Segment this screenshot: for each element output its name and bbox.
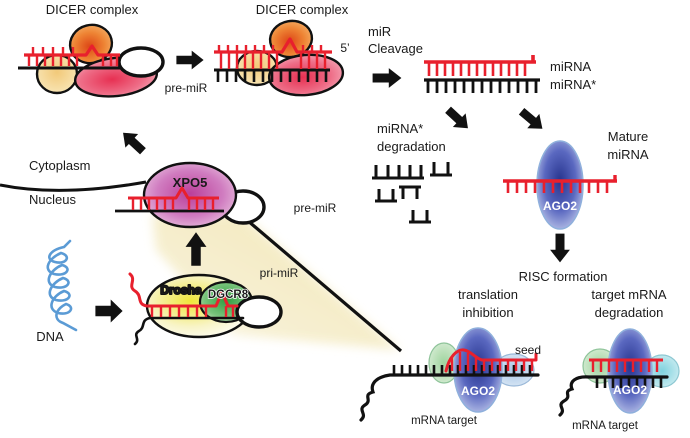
label-dna: DNA bbox=[36, 329, 64, 344]
nuclear-envelope-diagonal bbox=[232, 207, 403, 353]
fragment bbox=[399, 185, 421, 199]
arrow-dna-to-drosha bbox=[95, 299, 123, 323]
mirna-red-strand bbox=[424, 55, 536, 64]
mature-mirna-teeth bbox=[506, 181, 609, 193]
arrow-mir-cleavage bbox=[372, 68, 402, 88]
arrow-dicer-to-dicer bbox=[176, 50, 204, 70]
fragment bbox=[372, 165, 424, 180]
label-mir-cleavage-2: Cleavage bbox=[368, 41, 423, 56]
pri-mirna-black-strand bbox=[133, 316, 245, 346]
mirna-red-teeth bbox=[427, 62, 527, 76]
label-nucleus: Nucleus bbox=[29, 192, 76, 207]
pre-mirna-red-strand bbox=[128, 186, 219, 200]
pre-mir-red-strand bbox=[24, 44, 120, 57]
mirna-teeth bbox=[591, 360, 659, 372]
label-mirna-star-degradation-2: degradation bbox=[377, 139, 446, 154]
label-ago2-translation: AGO2 bbox=[461, 384, 495, 398]
label-mir-cleavage-1: miR bbox=[368, 24, 391, 39]
pri-mirna-teeth bbox=[150, 306, 235, 317]
pre-mir-loop bbox=[117, 46, 165, 78]
pre-mirna-teeth bbox=[131, 198, 215, 210]
label-translation-inhibition-1: translation bbox=[458, 287, 518, 302]
label-xpo5: XPO5 bbox=[173, 175, 208, 190]
ago2-mature-complex: AGO2 bbox=[503, 140, 617, 230]
label-ago2-mature: AGO2 bbox=[543, 199, 577, 213]
dna-molecule bbox=[46, 239, 78, 332]
mirna-star-black-teeth bbox=[426, 80, 538, 93]
fragment bbox=[375, 189, 397, 203]
label-target-mrna-degradation-2: degradation bbox=[595, 305, 664, 320]
mirna-strand bbox=[444, 348, 538, 373]
label-dicer-complex-right: DICER complex bbox=[256, 2, 349, 17]
label-cytoplasm: Cytoplasm bbox=[29, 158, 90, 173]
risc-degradation-complex: AGO2 bbox=[558, 328, 680, 417]
label-seed: seed bbox=[515, 343, 541, 357]
pri-mir-loop bbox=[235, 295, 283, 329]
dicer-pink-lobe bbox=[267, 53, 345, 97]
dicer-complex-right bbox=[214, 19, 345, 97]
xpo5-complex: XPO5 bbox=[115, 161, 266, 229]
arrow-to-degradation bbox=[441, 102, 475, 136]
mirna-teeth bbox=[450, 352, 534, 371]
label-mrna-target-right: mRNA target bbox=[572, 420, 639, 432]
label-target-mrna-degradation-1: target mRNA bbox=[591, 287, 666, 302]
drosha-complex: Drosha DGCR8 bbox=[128, 272, 283, 346]
dicer-complex-left bbox=[18, 23, 165, 98]
label-drosha: Drosha bbox=[160, 283, 202, 297]
label-risc-formation: RISC formation bbox=[519, 269, 608, 284]
label-mirna-star: miRNA* bbox=[550, 77, 596, 92]
label-dgcr8: DGCR8 bbox=[208, 289, 249, 301]
fragment bbox=[409, 210, 431, 224]
duplex-black-teeth bbox=[216, 70, 328, 82]
label-ago2-degradation: AGO2 bbox=[613, 383, 647, 397]
nucleus-shading bbox=[152, 213, 400, 350]
fragment bbox=[430, 162, 452, 177]
label-mature-mirna-1: Mature bbox=[608, 129, 648, 144]
label-dicer-complex-left: DICER complex bbox=[46, 2, 139, 17]
label-mrna-target-left: mRNA target bbox=[411, 415, 478, 427]
pre-mir-teeth bbox=[27, 47, 119, 66]
label-five-prime: 5’ bbox=[340, 41, 349, 55]
arrow-risc-formation bbox=[550, 233, 570, 263]
nuclear-envelope-curve bbox=[0, 180, 147, 192]
label-pri-mir: pri-miR bbox=[260, 266, 299, 280]
dicer-tan-lobe bbox=[35, 53, 79, 95]
label-mirna-star-degradation-1: miRNA* bbox=[377, 121, 423, 136]
pri-mirna-red-strand bbox=[128, 272, 239, 308]
label-pre-mir-top: pre-miR bbox=[165, 81, 208, 95]
mirna-duplex bbox=[424, 55, 540, 93]
xpo5-ellipse bbox=[142, 161, 238, 229]
arrow-to-mature bbox=[515, 104, 549, 136]
label-pre-mir-nucleus: pre-miR bbox=[294, 201, 337, 215]
risc-translation-complex: AGO2 bbox=[359, 327, 540, 422]
ago2-ellipse bbox=[536, 140, 584, 230]
ago2-ellipse bbox=[607, 328, 653, 414]
label-translation-inhibition-2: inhibition bbox=[462, 305, 513, 320]
label-mature-mirna-2: miRNA bbox=[607, 147, 648, 162]
duplex-red-teeth bbox=[217, 45, 327, 69]
label-mirna: miRNA bbox=[550, 59, 591, 74]
mrna-teeth bbox=[392, 365, 532, 375]
degraded-fragments bbox=[372, 162, 452, 224]
arrow-xpo5-to-dicer bbox=[116, 125, 150, 159]
mrna-teeth bbox=[595, 377, 663, 388]
